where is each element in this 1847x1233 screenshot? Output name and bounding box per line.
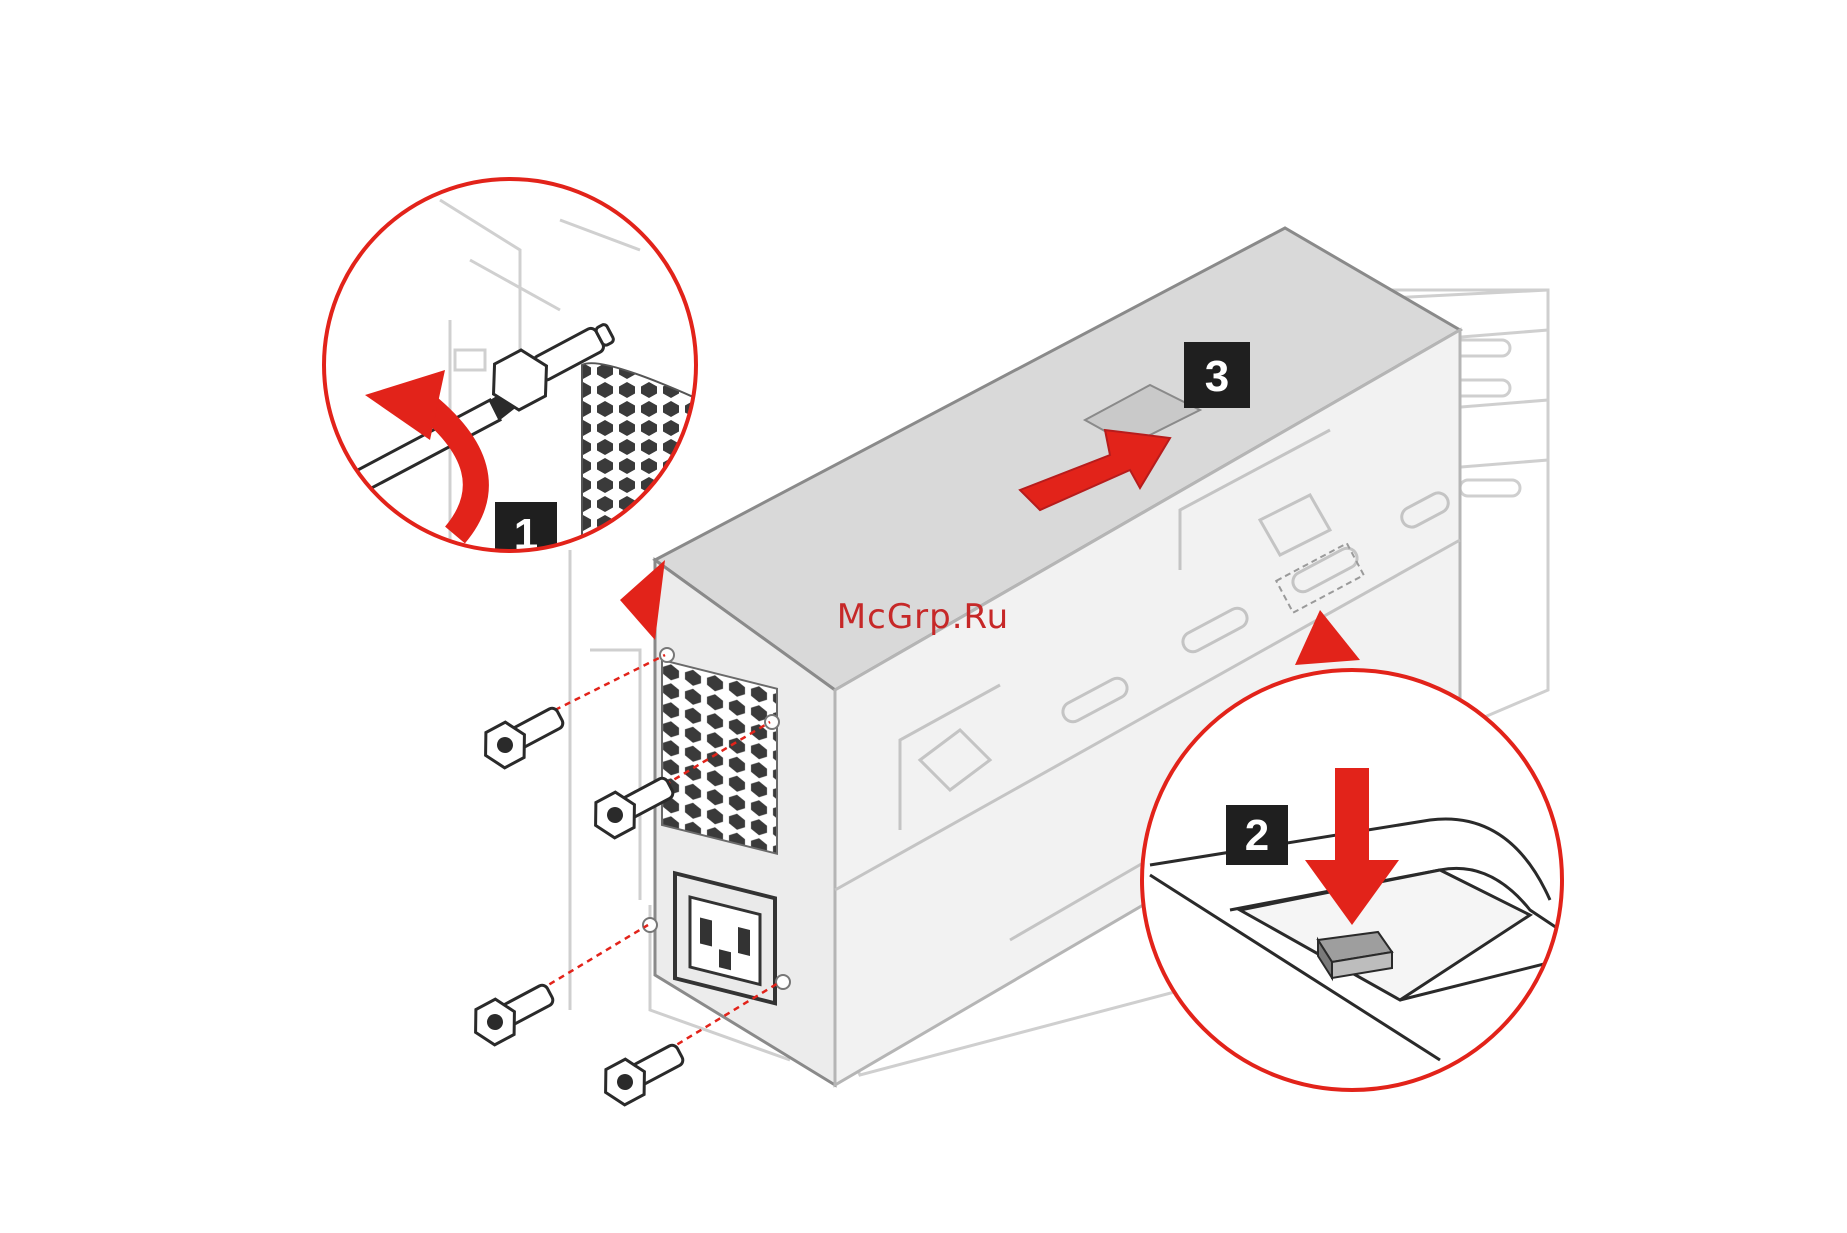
screw-4 [596, 1035, 689, 1110]
screw-3 [466, 975, 559, 1050]
step-1-badge: 1 [495, 502, 557, 566]
step-3-number: 3 [1205, 352, 1229, 401]
ac-power-inlet [675, 873, 775, 1003]
step-2-badge: 2 [1226, 805, 1288, 865]
step-2-number: 2 [1245, 811, 1269, 860]
screw-1 [476, 698, 569, 773]
callout-detail-1: 1 [320, 179, 700, 640]
front-vent-grille [662, 660, 777, 854]
watermark-text: McGrp.Ru [837, 597, 1009, 637]
step-3-badge: 3 [1184, 342, 1250, 408]
